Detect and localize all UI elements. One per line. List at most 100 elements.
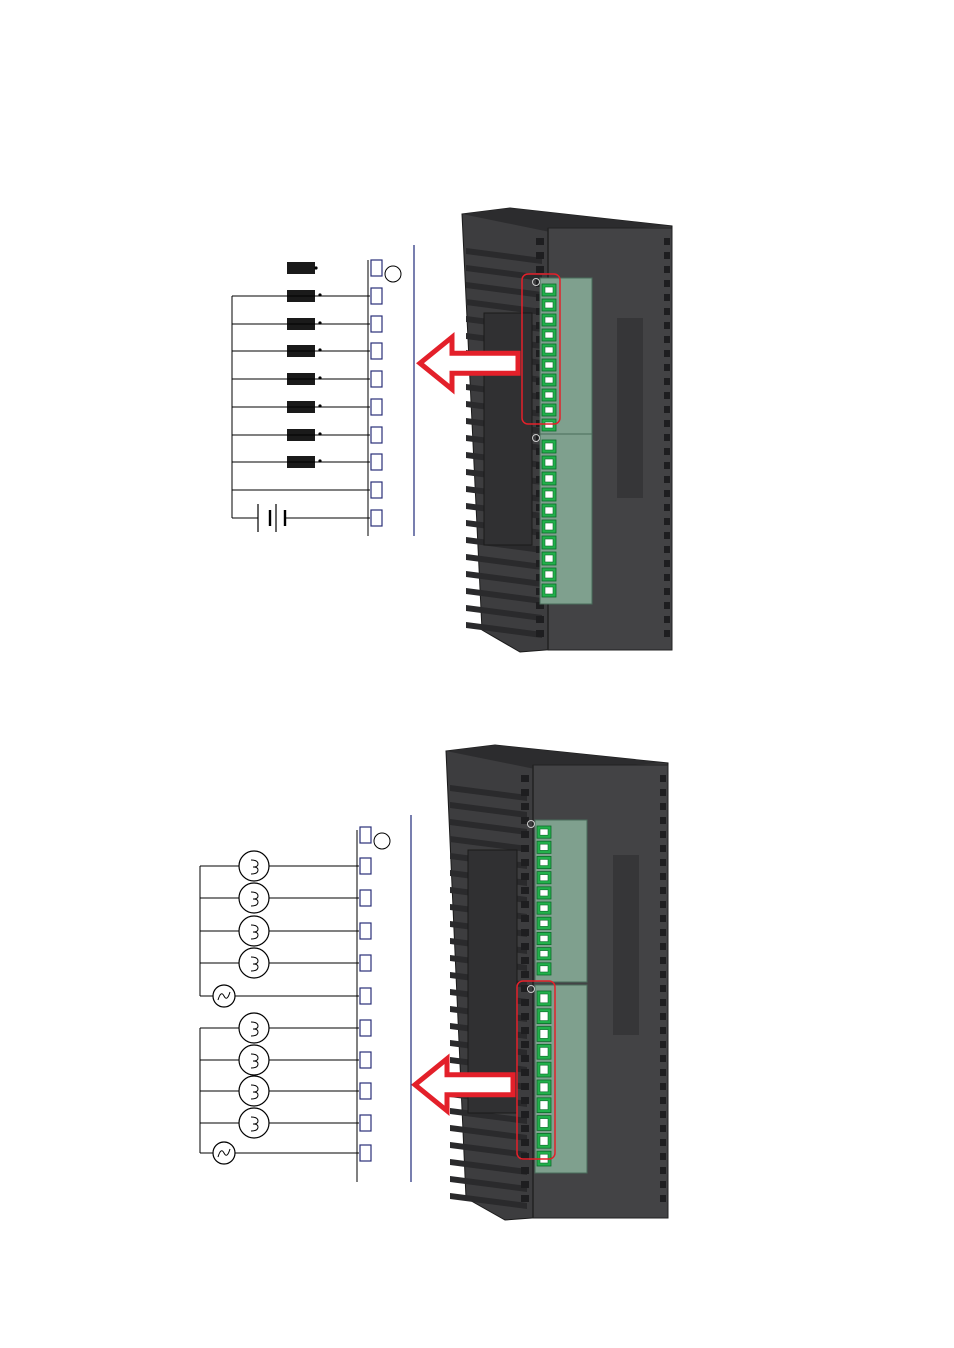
terminal: [360, 890, 371, 906]
edge-ridge: [660, 887, 666, 894]
screw-slot: [545, 407, 553, 413]
edge-ridge: [664, 588, 670, 595]
edge-ridge: [521, 1195, 529, 1202]
input-wiring-figure: [232, 208, 672, 652]
edge-ridge: [660, 901, 666, 908]
edge-ridge: [664, 392, 670, 399]
edge-ridge: [664, 504, 670, 511]
screw-slot: [540, 994, 548, 1003]
edge-ridge: [521, 1055, 529, 1062]
edge-ridge: [664, 490, 670, 497]
edge-ridge: [660, 957, 666, 964]
edge-ridge: [664, 336, 670, 343]
edge-ridge: [664, 574, 670, 581]
terminal: [360, 858, 371, 874]
screw-slot: [545, 347, 553, 353]
screw-slot: [540, 859, 548, 865]
edge-ridge: [664, 308, 670, 315]
screw-slot: [545, 475, 553, 482]
edge-ridge: [660, 999, 666, 1006]
edge-ridge: [521, 1125, 529, 1132]
screw-slot: [545, 587, 553, 594]
edge-ridge: [660, 1153, 666, 1160]
edge-ridge: [664, 448, 670, 455]
switch-contact: [314, 266, 317, 269]
edge-ridge: [660, 1041, 666, 1048]
screw-slot: [540, 1083, 548, 1092]
screw-slot: [540, 1119, 548, 1128]
screw-slot: [540, 844, 548, 850]
edge-ridge: [660, 1111, 666, 1118]
terminal: [371, 371, 382, 387]
edge-ridge: [660, 1167, 666, 1174]
edge-ridge: [521, 929, 529, 936]
edge-ridge: [660, 1083, 666, 1090]
switch-contact: [318, 376, 321, 379]
screw-slot: [545, 571, 553, 578]
edge-ridge: [660, 817, 666, 824]
screw-slot: [545, 491, 553, 498]
lamp-load-icon: [239, 948, 269, 978]
terminal: [371, 260, 382, 276]
edge-ridge: [660, 1097, 666, 1104]
marker-circle: [374, 833, 390, 849]
switch-contact: [318, 348, 321, 351]
edge-ridge: [660, 1069, 666, 1076]
edge-ridge: [521, 775, 529, 782]
edge-ridge: [660, 929, 666, 936]
terminal: [371, 288, 382, 304]
edge-ridge: [521, 943, 529, 950]
terminal: [360, 1052, 371, 1068]
edge-ridge: [660, 1181, 666, 1188]
edge-ridge: [664, 364, 670, 371]
terminal: [360, 1083, 371, 1099]
terminal-block-lower: [533, 434, 593, 604]
screw-slot: [540, 890, 548, 896]
lamp-load-icon: [239, 1045, 269, 1075]
edge-ridge: [521, 1041, 529, 1048]
edge-ridge: [521, 999, 529, 1006]
edge-ridge: [664, 476, 670, 483]
edge-ridge: [664, 560, 670, 567]
edge-ridge: [664, 518, 670, 525]
edge-ridge: [521, 887, 529, 894]
edge-ridge: [536, 616, 544, 623]
label-strip: [617, 318, 643, 498]
edge-ridge: [536, 266, 544, 273]
sensor-switch-icon: [287, 262, 315, 274]
edge-ridge: [664, 322, 670, 329]
edge-ridge: [664, 252, 670, 259]
screw-slot: [540, 905, 548, 911]
edge-ridge: [660, 1013, 666, 1020]
marker-circle: [385, 266, 401, 282]
terminal: [371, 316, 382, 332]
screw-slot: [545, 539, 553, 546]
terminal: [371, 454, 382, 470]
edge-ridge: [521, 803, 529, 810]
screw-slot: [540, 1065, 548, 1074]
label-strip: [613, 855, 639, 1035]
screw-slot: [545, 555, 553, 562]
edge-ridge: [664, 266, 670, 273]
edge-ridge: [660, 1195, 666, 1202]
edge-ridge: [521, 831, 529, 838]
terminal-block-upper: [528, 820, 588, 982]
edge-ridge: [664, 294, 670, 301]
screw-slot: [540, 951, 548, 957]
edge-ridge: [521, 1139, 529, 1146]
edge-ridge: [521, 845, 529, 852]
edge-ridge: [521, 1111, 529, 1118]
screw-slot: [540, 875, 548, 881]
edge-ridge: [521, 1027, 529, 1034]
terminal: [371, 510, 382, 526]
edge-ridge: [521, 957, 529, 964]
screw-slot: [545, 392, 553, 398]
screw-slot: [545, 443, 553, 450]
edge-ridge: [660, 845, 666, 852]
screw-slot: [540, 1012, 548, 1021]
terminal: [371, 427, 382, 443]
edge-ridge: [664, 532, 670, 539]
switch-contact: [318, 432, 321, 435]
edge-ridge: [521, 1181, 529, 1188]
